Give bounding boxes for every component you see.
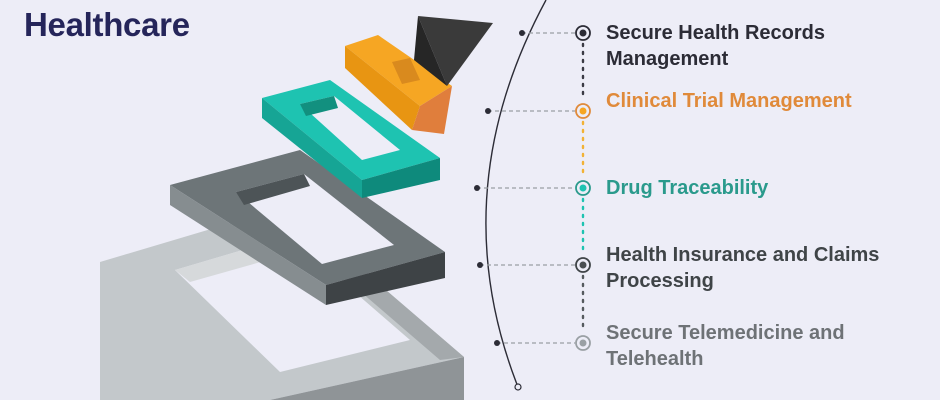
orange-cube [345,35,452,134]
page-title: Healthcare [24,6,190,43]
marker-3 [575,180,591,196]
marker-2 [575,103,591,119]
dark-gray-frame [170,150,445,305]
connector-lines [477,32,575,344]
timeline-end-dot [514,383,522,391]
item-label-telemedicine: Secure Telemedicine and Telehealth [606,322,845,370]
arc-node-dots [474,30,525,346]
timeline-arc [485,0,547,388]
marker-1 [575,25,591,41]
item-label-drug-traceability: Drug Traceability [606,177,769,199]
item-label-secure-health-records: Secure Health Records Management [606,22,825,70]
marker-4 [575,257,591,273]
teal-frame [262,80,440,198]
marker-5 [575,335,591,351]
item-label-health-insurance: Health Insurance and Claims Processing [606,244,880,292]
item-label-clinical-trial: Clinical Trial Management [606,90,852,112]
black-pyramid [414,16,493,86]
